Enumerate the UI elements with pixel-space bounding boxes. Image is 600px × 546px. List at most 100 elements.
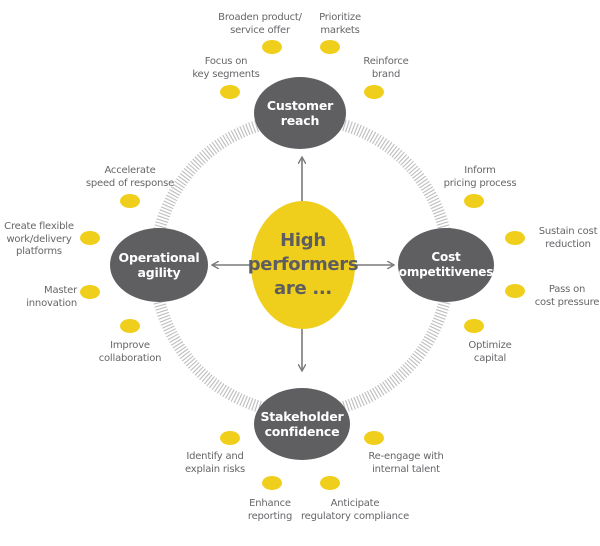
- center-label: High performers are ...: [247, 230, 359, 299]
- ring-hatch-tick: [434, 311, 447, 317]
- ring-hatch-tick: [428, 197, 440, 204]
- ring-hatch-tick: [402, 364, 412, 374]
- ring-hatch-tick: [179, 173, 191, 182]
- ring-hatch-tick: [356, 395, 362, 408]
- dot-create-flexible: [80, 231, 100, 245]
- ring-hatch-tick: [187, 163, 198, 173]
- ring-hatch-tick: [163, 325, 175, 332]
- ring-hatch-tick: [433, 212, 446, 218]
- ring-hatch-tick: [377, 384, 385, 396]
- ring-hatch-tick: [436, 306, 449, 311]
- ring-hatch-tick: [159, 209, 172, 215]
- dot-anticipate-compliance: [320, 476, 340, 490]
- ring-hatch-tick: [187, 359, 198, 369]
- ring-hatch-tick: [342, 119, 347, 132]
- ring-hatch-tick: [196, 154, 206, 164]
- ring-hatch-tick: [379, 383, 388, 394]
- dot-broaden-product: [262, 40, 282, 54]
- ring-hatch-tick: [402, 158, 412, 168]
- ring-hatch-tick: [172, 183, 184, 191]
- dot-prioritize-markets: [320, 40, 340, 54]
- ring-hatch-tick: [412, 170, 423, 179]
- ring-hatch-tick: [199, 151, 209, 162]
- ring-hatch-tick: [413, 173, 425, 182]
- item-improve-collaboration: Improve collaboration: [98, 340, 162, 364]
- ring-hatch-tick: [361, 127, 368, 139]
- ring-hatch-tick: [423, 336, 435, 343]
- ring-hatch-tick: [176, 346, 187, 354]
- item-focus-segments: Focus on key segments: [192, 56, 260, 80]
- ring-hatch-tick: [155, 221, 168, 226]
- ring-hatch-tick: [379, 138, 388, 149]
- ring-hatch-tick: [162, 322, 174, 329]
- ring-hatch-tick: [164, 197, 176, 204]
- ring-hatch-tick: [374, 386, 382, 398]
- ring-hatch-tick: [227, 389, 235, 401]
- item-sustain-cost: Sustain cost reduction: [538, 226, 598, 250]
- ring-hatch-tick: [236, 127, 243, 139]
- ring-hatch-tick: [158, 314, 171, 320]
- ring-hatch-tick: [393, 149, 403, 160]
- ring-hatch-tick: [174, 343, 185, 352]
- ring-hatch-tick: [194, 156, 204, 166]
- ring-hatch-tick: [389, 376, 398, 387]
- ring-hatch-tick: [154, 224, 167, 229]
- item-pass-on-cost: Pass on cost pressure: [534, 284, 600, 308]
- dot-enhance-reporting: [262, 476, 282, 490]
- ring-hatch-tick: [233, 392, 240, 404]
- ring-hatch-tick: [177, 175, 189, 184]
- ring-hatch-tick: [419, 180, 430, 189]
- ring-hatch-tick: [422, 186, 434, 194]
- item-inform-pricing: Inform pricing process: [443, 165, 517, 189]
- ring-hatch-tick: [395, 370, 405, 381]
- ring-hatch-tick: [435, 309, 448, 314]
- ring-hatch-tick: [406, 163, 417, 173]
- ring-hatch-tick: [419, 343, 430, 352]
- ring-hatch-tick: [156, 218, 169, 223]
- ring-hatch-tick: [410, 355, 421, 364]
- ring-hatch-tick: [358, 394, 365, 406]
- ring-hatch-tick: [248, 397, 254, 410]
- ring-hatch-tick: [242, 124, 248, 137]
- ring-hatch-tick: [167, 191, 179, 199]
- ring-hatch-tick: [430, 322, 442, 329]
- ring-hatch-tick: [158, 212, 171, 218]
- ring-hatch-tick: [233, 128, 240, 140]
- ring-hatch-tick: [181, 353, 192, 362]
- ring-hatch-tick: [159, 317, 172, 323]
- ring-hatch-tick: [404, 362, 414, 372]
- ring-hatch-tick: [435, 218, 448, 223]
- ring-hatch-tick: [398, 154, 408, 164]
- ring-hatch-tick: [162, 203, 174, 210]
- ring-hatch-tick: [426, 194, 438, 202]
- item-anticipate-compliance: Anticipate regulatory compliance: [300, 498, 410, 522]
- ring-hatch-tick: [410, 168, 421, 177]
- ring-hatch-tick: [239, 394, 246, 406]
- ring-hatch-tick: [185, 357, 196, 367]
- item-master-innovation: Master innovation: [26, 285, 77, 309]
- ring-hatch-tick: [209, 143, 218, 155]
- ring-hatch-tick: [408, 357, 419, 367]
- ring-hatch-tick: [251, 121, 257, 134]
- ring-hatch-tick: [204, 374, 213, 385]
- ring-hatch-tick: [386, 143, 395, 155]
- ring-hatch-tick: [166, 194, 178, 202]
- center-yellow-ellipse: [251, 201, 355, 329]
- ring-hatch-tick: [434, 215, 447, 221]
- ring-hatch-tick: [225, 133, 232, 145]
- ring-hatch-tick: [415, 175, 427, 184]
- ring-hatch-tick: [183, 168, 194, 177]
- dot-re-engage-talent: [364, 431, 384, 445]
- item-enhance-reporting: Enhance reporting: [247, 498, 293, 522]
- ring-hatch-tick: [436, 221, 449, 226]
- ring-hatch-tick: [415, 348, 427, 357]
- ring-hatch-tick: [425, 333, 437, 341]
- ring-hatch-tick: [174, 180, 185, 189]
- ring-hatch-tick: [248, 122, 254, 135]
- ring-hatch-tick: [347, 121, 353, 134]
- ring-hatch-tick: [433, 314, 446, 320]
- ring-hatch-tick: [230, 390, 238, 402]
- ring-hatch-tick: [369, 131, 377, 143]
- ring-hatch-tick: [389, 145, 398, 156]
